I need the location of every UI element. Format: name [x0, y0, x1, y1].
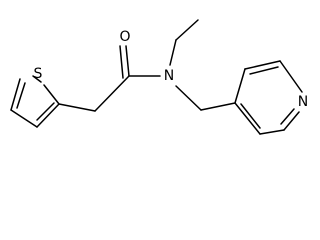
bond-n-c6 — [283, 111, 300, 131]
pyridine-ring — [234, 60, 303, 135]
bond-ch2-carbonyl — [94, 75, 130, 112]
bond-c5-c4-double — [240, 103, 261, 129]
bond-c3-c2 — [36, 103, 60, 128]
bond-carbonyl-oxygen-double — [119, 45, 124, 79]
bond-carbonyl-oxygen — [125, 45, 130, 77]
sulfur-atom-label: S — [34, 66, 43, 82]
bond-c6-c5 — [259, 129, 285, 135]
bond-ethyl-methyl — [175, 19, 199, 41]
chemical-structure-drawing: S O N N — [10, 19, 308, 135]
ethyl-group — [169, 19, 199, 66]
oxygen-atom-label: O — [119, 29, 130, 45]
amide-nitrogen-atom-label: N — [164, 68, 174, 84]
bond-c2-n — [279, 60, 303, 93]
bond-c4-c3 — [234, 68, 246, 104]
pyridylmethyl-group — [175, 85, 236, 111]
bond-c2-ch2 — [58, 103, 96, 112]
bond-c4-c3 — [10, 109, 38, 128]
bond-nitrogen-ethyl — [169, 39, 177, 66]
bond-c3-c2-double — [249, 66, 279, 75]
bond-c5-c4-double — [16, 82, 26, 109]
bond-ch2-ring — [200, 102, 236, 111]
bond-s-c5 — [32, 75, 42, 83]
thiophene-ring — [10, 75, 60, 128]
bond-c3-c2-double — [36, 102, 55, 121]
pyridine-nitrogen-atom-label: N — [298, 94, 308, 110]
bond-c2-s — [43, 84, 60, 105]
bond-n-c6-double — [280, 108, 295, 125]
bond-c5-c4 — [234, 102, 261, 135]
bond-c3-c2 — [244, 60, 281, 70]
bond-nitrogen-ch2 — [175, 85, 202, 111]
acetamide-chain — [58, 45, 161, 112]
bond-c5-c4 — [10, 78, 21, 111]
